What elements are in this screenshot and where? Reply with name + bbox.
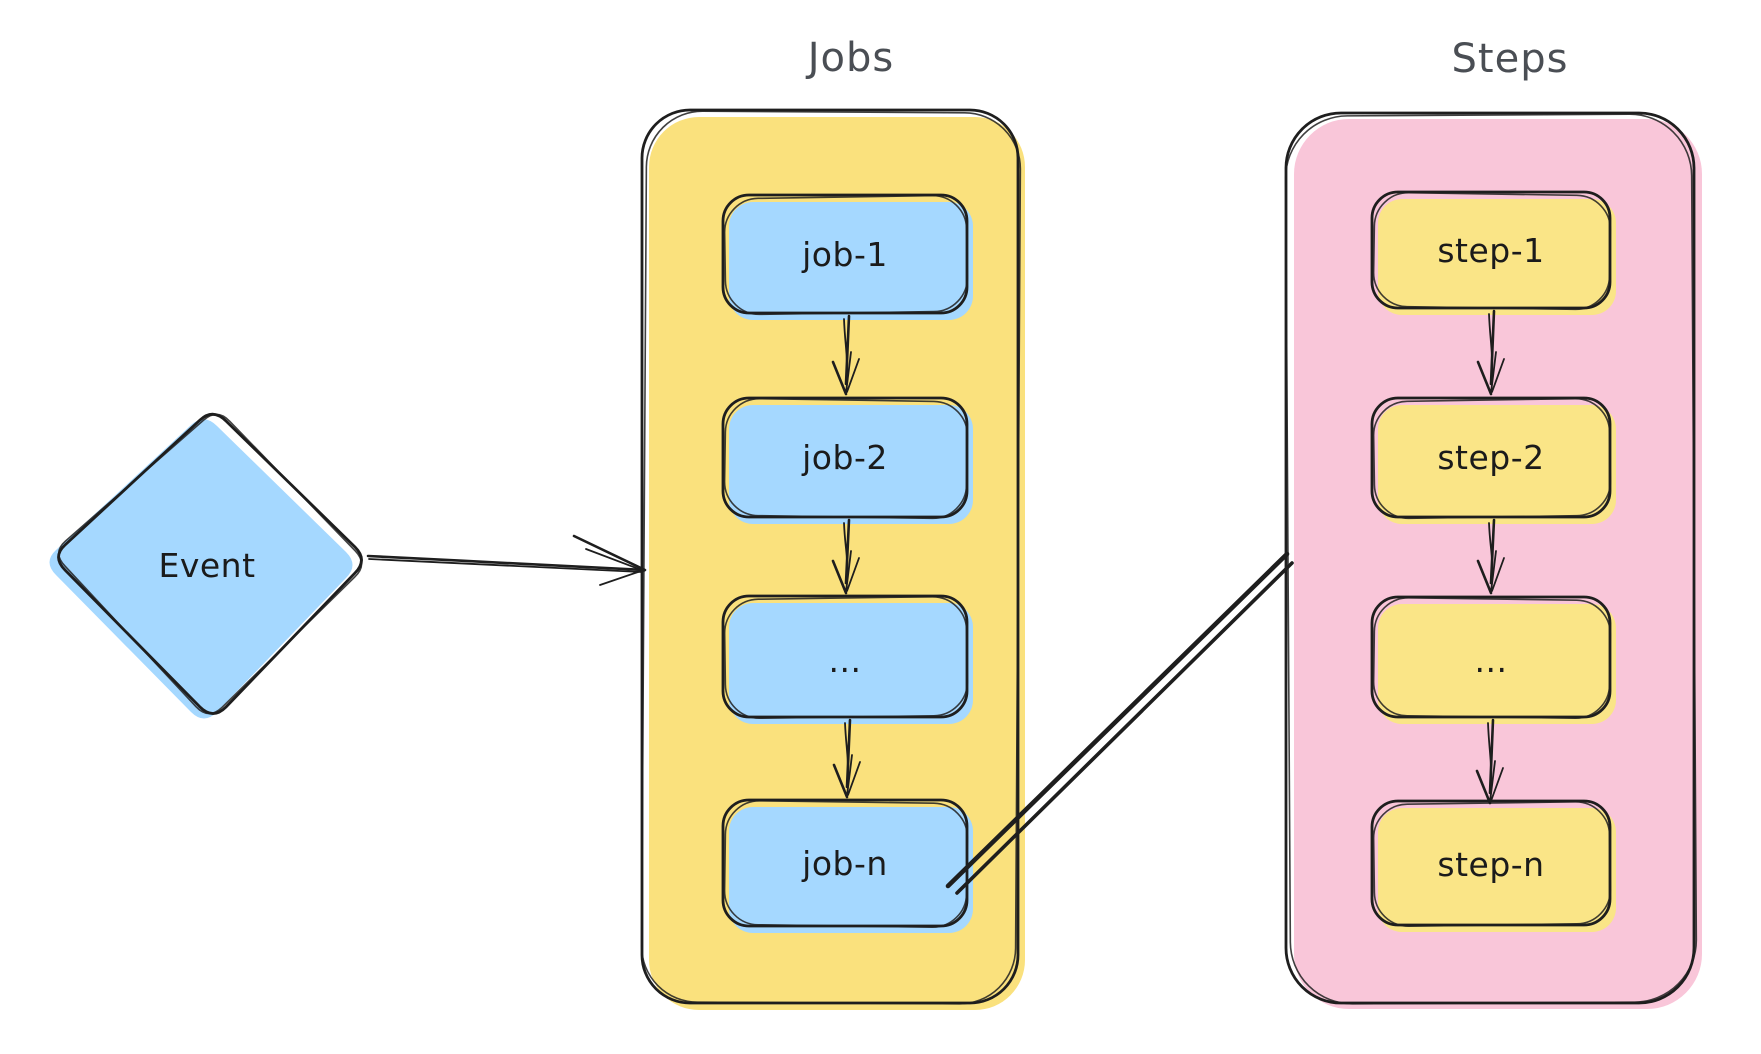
steps-title: Steps [1452, 36, 1569, 82]
step-node-ellipsis: ... [1370, 595, 1616, 724]
step-box-outline-sketch [1372, 191, 1612, 311]
steps-container-fill [1294, 119, 1702, 1009]
step-box-fill [1378, 199, 1616, 315]
step-arrow-2 [1476, 518, 1505, 595]
step-node-n: step-n [1370, 799, 1616, 932]
event-diamond-fill [49, 419, 353, 719]
job-label: job-1 [801, 235, 888, 274]
arrow-head [832, 763, 849, 799]
jobs-container [640, 108, 1025, 1010]
arrow-head-sketch [1490, 767, 1504, 802]
steps-container-outline-sketch [1284, 113, 1698, 1005]
arrow-shaft [366, 554, 646, 572]
event-diamond-outline-sketch [57, 413, 363, 715]
arrow-head-sketch-2 [845, 351, 852, 394]
arrow-head [831, 559, 848, 595]
arrow-shaft-sketch [368, 558, 643, 573]
step-box-outline-sketch [1372, 597, 1612, 719]
step-label: ... [1475, 641, 1508, 680]
job-box-outline-sketch [723, 194, 969, 316]
arrow-head-sketch-2 [1490, 550, 1497, 593]
step-box-fill [1378, 604, 1616, 724]
arrow-head [1476, 360, 1493, 396]
job-box-outline-sketch [723, 595, 969, 719]
event-node: Event [49, 412, 363, 719]
step-arrow-1 [1476, 309, 1505, 396]
arrow-head [572, 534, 647, 572]
job-label: job-n [801, 844, 888, 883]
step-label: step-1 [1437, 231, 1544, 270]
step-arrow-3 [1475, 718, 1504, 805]
step-node-1: step-1 [1370, 190, 1616, 315]
arrow-head-sketch [1491, 557, 1505, 592]
arrow-shaft-sketch [1487, 722, 1493, 790]
step-box-fill [1378, 405, 1616, 524]
connector-line-sketch [955, 561, 1294, 895]
jobs-title: Jobs [805, 35, 895, 81]
arrow-head-sketch-2 [1489, 760, 1496, 803]
arrow-shaft-sketch [843, 522, 849, 580]
job-arrow-2 [831, 518, 860, 595]
connector-line [945, 551, 1290, 889]
event-label: Event [158, 546, 255, 585]
jobs-to-steps-connector [945, 551, 1294, 895]
arrow-shaft-sketch [1488, 522, 1494, 580]
arrow-head-sketch [847, 761, 861, 796]
arrow-shaft-sketch [844, 722, 850, 784]
arrow-head [1476, 559, 1493, 595]
arrow-head-sketch [585, 548, 645, 572]
job-label: ... [829, 641, 862, 680]
arrow-head-sketch [1491, 358, 1505, 393]
event-to-jobs-arrow [366, 534, 647, 586]
step-node-2: step-2 [1370, 396, 1616, 524]
step-box-fill [1378, 808, 1616, 932]
job-node-n: job-n [721, 798, 973, 933]
job-box-fill [729, 603, 973, 724]
arrow-head-sketch [846, 358, 860, 393]
job-node-2: job-2 [721, 396, 973, 524]
job-label: job-2 [801, 438, 888, 477]
job-box-outline-sketch [723, 397, 969, 520]
job-box-fill [729, 807, 973, 933]
step-label: step-n [1437, 845, 1544, 884]
step-box-outline-sketch [1372, 397, 1612, 520]
job-arrow-1 [831, 314, 860, 396]
steps-container [1284, 111, 1702, 1009]
job-box-fill [729, 202, 973, 320]
arrow-head-sketch-2 [1490, 351, 1497, 394]
arrow-head-sketch-2 [599, 569, 645, 586]
job-node-ellipsis: ... [721, 594, 973, 724]
jobs-container-outline-sketch [640, 110, 1022, 1005]
arrow-shaft-sketch [843, 318, 849, 381]
job-arrow-3 [832, 718, 861, 799]
event-diamond-outline [57, 412, 363, 715]
arrow-head-sketch-2 [845, 550, 852, 593]
job-box-fill [729, 405, 973, 524]
arrow-shaft-sketch [1488, 313, 1494, 381]
job-node-1: job-1 [721, 193, 973, 320]
arrow-head [831, 360, 848, 396]
arrow-head [1475, 769, 1492, 805]
arrow-head-sketch-2 [846, 754, 853, 797]
arrow-head-sketch [846, 557, 860, 592]
jobs-container-fill [649, 117, 1025, 1010]
step-box-outline-sketch [1372, 801, 1612, 927]
step-label: step-2 [1437, 438, 1544, 477]
